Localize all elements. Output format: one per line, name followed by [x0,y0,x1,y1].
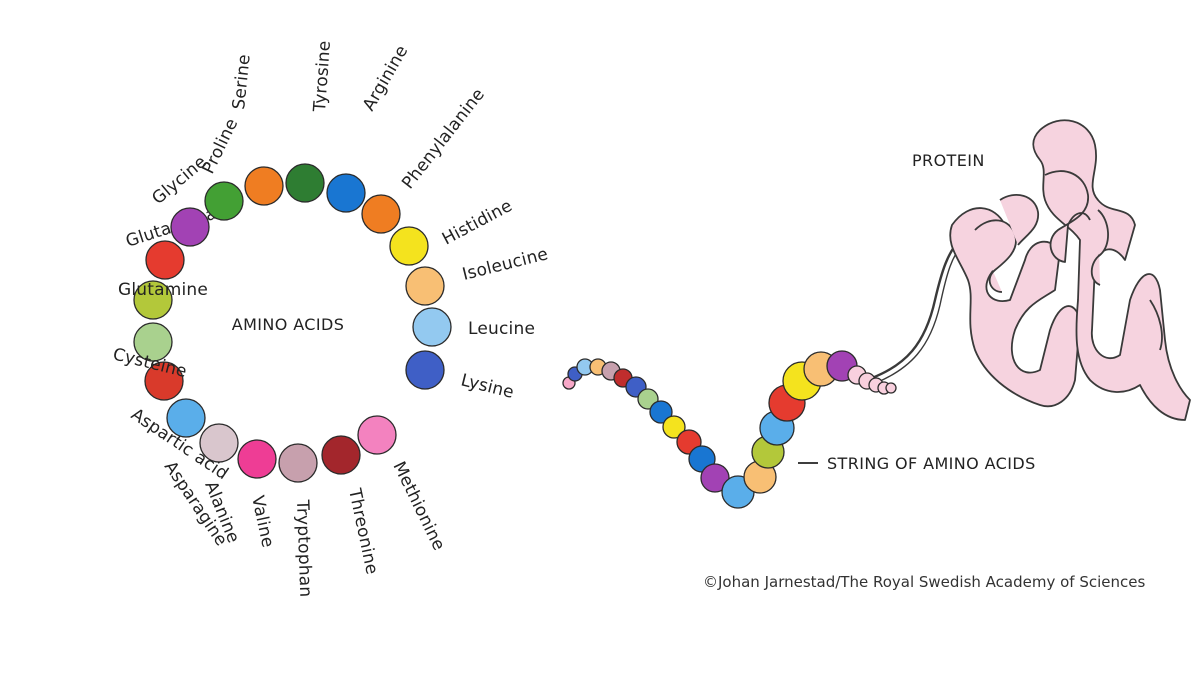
amino-acid-label: Lysine [459,370,516,402]
amino-acid-ball [285,163,325,203]
amino-acid-ball [144,361,184,401]
amino-acid-label: Tyrosine [310,40,335,113]
amino-acid-ball [237,439,277,479]
amino-acid-ball [244,166,284,206]
amino-acid-label: Valine [247,494,278,550]
amino-acid-label: Proline [199,115,243,177]
amino-acid-ball [145,240,185,280]
string-bead [662,415,686,439]
amino-acid-label: Serine [229,53,255,110]
credit: ©Johan Jarnestad/The Royal Swedish Acade… [703,573,1146,591]
amino-acid-ball [133,280,173,320]
amino-acids-title: AMINO ACIDS [232,315,345,334]
amino-acid-ball [326,173,366,213]
amino-acid-ball [405,350,445,390]
amino-acid-label: Tryptophan [292,498,315,597]
amino-acid-label: Glutamine [118,280,208,300]
amino-acid-label: Leucine [468,319,535,339]
protein-title: PROTEIN [912,151,985,170]
amino-acid-ball [133,322,173,362]
amino-acid-string [562,350,897,509]
string-label: STRING OF AMINO ACIDS [827,454,1036,473]
amino-acid-ball [204,181,244,221]
amino-acid-ball [199,423,239,463]
amino-acid-ball [170,207,210,247]
string-tail-bead [885,382,897,394]
amino-acid-ball [278,443,318,483]
amino-acid-ball [389,226,429,266]
protein-illustration [871,119,1191,421]
amino-acid-ball [361,194,401,234]
amino-acid-ball [357,415,397,455]
amino-acid-label: Threonine [344,486,382,576]
amino-acid-label: Isoleucine [460,244,550,285]
amino-acid-ball [321,435,361,475]
amino-acid-ball [405,266,445,306]
string-bead [649,400,673,424]
amino-acid-label: Histidine [439,196,516,249]
amino-acid-ball [166,398,206,438]
amino-acid-label: Arginine [359,42,412,115]
amino-acid-label: Methionine [389,458,449,553]
amino-acid-ball [412,307,452,347]
amino-acid-label: Phenylalanine [398,85,489,193]
